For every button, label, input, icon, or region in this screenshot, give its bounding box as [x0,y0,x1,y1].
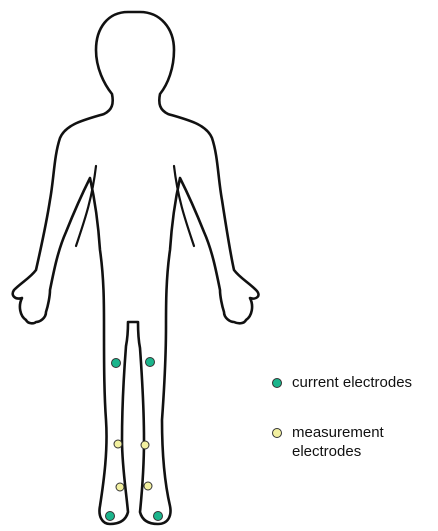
legend-measurement: measurement electrodes [272,423,384,461]
right-arm-inner-line [174,166,194,246]
legend-label-current: current electrodes [292,373,412,392]
measurement-electrode [141,441,149,449]
current-electrode [106,512,115,521]
measurement-electrode [114,440,122,448]
measurement-electrode [144,482,152,490]
body-outline [13,12,259,524]
measurement-electrode [116,483,124,491]
current-electrode-swatch [272,378,282,388]
legend-label-measurement: measurement electrodes [292,423,384,461]
current-electrode [154,512,163,521]
left-arm-inner-line [76,166,96,246]
current-electrode [112,359,121,368]
legend-current: current electrodes [272,373,412,392]
current-electrode [146,358,155,367]
measurement-electrode-swatch [272,428,282,438]
